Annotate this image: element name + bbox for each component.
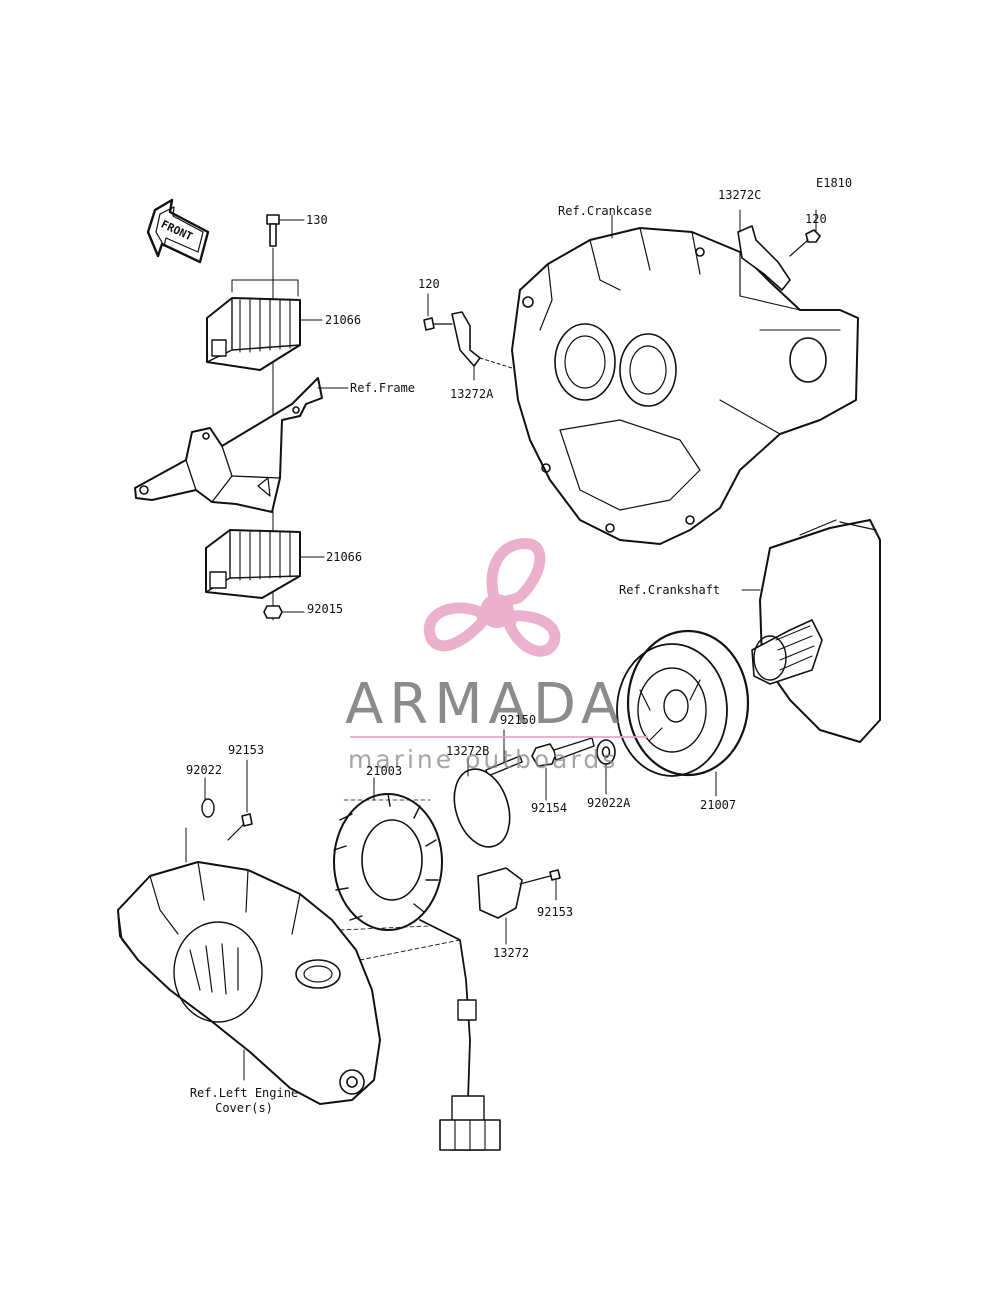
part-label-13272b: 13272B	[446, 744, 490, 758]
rotor-21007-part	[616, 629, 750, 797]
front-arrow-icon	[146, 198, 210, 264]
part-label-120-left: 120	[418, 277, 440, 291]
part-label-120-right: 120	[805, 212, 827, 226]
crankcase-part	[511, 214, 859, 545]
part-label-21003: 21003	[366, 764, 403, 778]
part-label-92154: 92154	[531, 801, 568, 815]
part-label-92150: 92150	[500, 713, 537, 727]
stator-21003-part	[333, 777, 501, 1151]
bolt-92154-part	[531, 737, 595, 801]
ref-crankcase-label: Ref.Crankcase	[558, 204, 652, 218]
ref-crankshaft-label: Ref.Crankshaft	[619, 583, 721, 597]
bracket-13272c-part	[737, 209, 821, 291]
part-label-92153-right: 92153	[537, 905, 574, 919]
part-label-92022a: 92022A	[587, 796, 631, 810]
left-engine-cover-part	[117, 827, 461, 1105]
watermark-brand-name: ARMADA	[345, 672, 626, 737]
regulator-21066-bottom-part	[205, 529, 325, 599]
gasket-13272b-part	[453, 757, 511, 848]
part-label-92015: 92015	[307, 602, 344, 616]
watermark-propeller-icon	[424, 538, 561, 657]
nut-92015-part	[263, 605, 305, 619]
ref-left-engine-cover-label-line1: Ref.Left Engine	[189, 1086, 299, 1100]
ref-left-engine-cover-label-line2: Cover(s)	[215, 1101, 273, 1115]
diagram-code-label: E1810	[816, 176, 853, 190]
bolt-92153-top-part	[201, 759, 253, 841]
part-label-13272c: 13272C	[718, 188, 762, 202]
part-label-21007: 21007	[700, 798, 737, 812]
cover-13272-part	[477, 867, 561, 945]
part-label-92153-top: 92153	[228, 743, 265, 757]
part-label-13272: 13272	[493, 946, 530, 960]
part-label-21066-top: 21066	[325, 313, 362, 327]
frame-bracket-part	[134, 377, 349, 513]
part-label-13272a: 13272A	[450, 387, 494, 401]
bracket-13272a-part	[423, 293, 513, 381]
regulator-21066-top-part	[206, 279, 323, 371]
washer-92022a-part	[596, 739, 616, 795]
part-label-130: 130	[306, 213, 328, 227]
part-label-21066-bottom: 21066	[326, 550, 363, 564]
crankshaft-part	[741, 519, 881, 743]
part-label-92022: 92022	[186, 763, 223, 777]
watermark-tagline: marine outboards	[348, 745, 619, 774]
ref-frame-label: Ref.Frame	[350, 381, 416, 395]
